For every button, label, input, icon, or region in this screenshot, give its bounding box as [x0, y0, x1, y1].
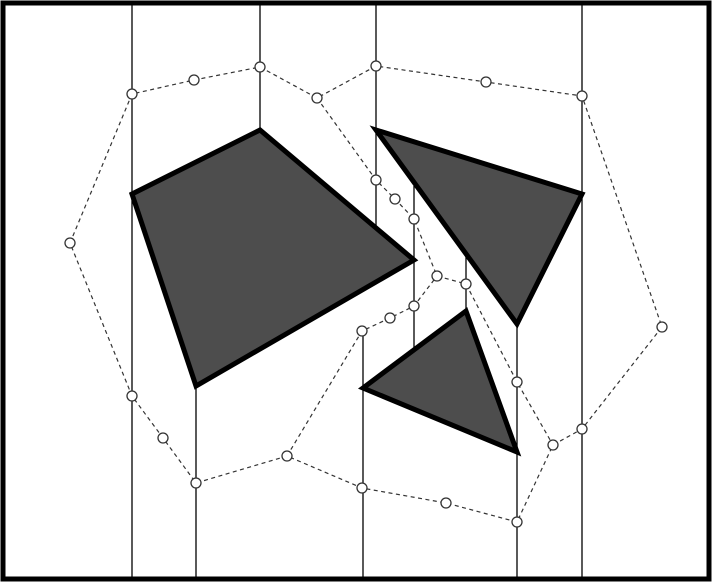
- roadmap-node: [254, 61, 266, 73]
- roadmap-node: [408, 213, 420, 225]
- roadmap-node: [511, 516, 523, 528]
- roadmap-node: [431, 270, 443, 282]
- roadmap-node: [408, 300, 420, 312]
- roadmap-node: [126, 390, 138, 402]
- roadmap-node: [460, 278, 472, 290]
- dashed-roadmap: [69, 65, 663, 523]
- obstacle-lower-triangle: [357, 306, 522, 457]
- roadmap-node: [356, 482, 368, 494]
- roadmap-node: [384, 312, 396, 324]
- roadmap-node: [511, 376, 523, 388]
- roadmap-node: [440, 497, 452, 509]
- roadmap-nodes: [64, 60, 668, 528]
- roadmap-node: [480, 76, 492, 88]
- obstacles: [128, 125, 586, 457]
- roadmap-node: [576, 423, 588, 435]
- roadmap-node: [370, 60, 382, 72]
- roadmap-node: [547, 439, 559, 451]
- roadmap-node: [356, 325, 368, 337]
- roadmap-node: [389, 193, 401, 205]
- obstacle-upper-right-triangle: [369, 125, 586, 329]
- roadmap-node: [281, 450, 293, 462]
- outer-dashed-path: [69, 65, 663, 523]
- roadmap-node: [656, 321, 668, 333]
- roadmap-node: [188, 74, 200, 86]
- obstacle-quadrilateral: [128, 127, 419, 390]
- roadmap-node: [311, 92, 323, 104]
- roadmap-node: [370, 174, 382, 186]
- roadmap-node: [126, 88, 138, 100]
- roadmap-node: [157, 432, 169, 444]
- roadmap-node: [64, 237, 76, 249]
- roadmap-node: [576, 90, 588, 102]
- roadmap-node: [190, 477, 202, 489]
